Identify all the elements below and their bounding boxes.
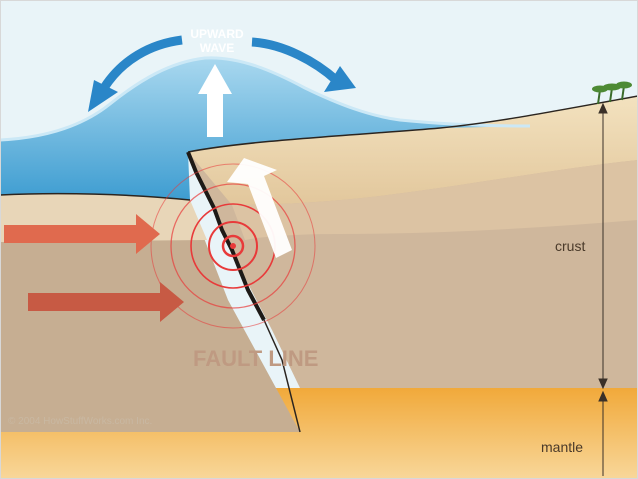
wave-arrow-left-icon [100, 35, 183, 91]
wave-arrow-right-icon [251, 37, 340, 84]
upward-wave-label-1: UPWARD [190, 27, 244, 41]
fault-edge [263, 319, 301, 433]
crust-label: crust [555, 238, 585, 254]
push-arrows [4, 214, 184, 322]
ocean-surface-highlight [0, 56, 531, 142]
crust-band-right-lower [232, 160, 638, 240]
ocean-water [0, 57, 530, 201]
seafloor-line-left [0, 192, 191, 201]
fault-crack [186, 151, 266, 321]
push-arrow-lower [28, 282, 184, 322]
mantle-scale [598, 390, 608, 476]
crust-band-right-upper [188, 96, 638, 205]
copyright-text: © 2004 HowStuffWorks.com Inc. [8, 416, 152, 427]
crust-block-left [0, 195, 300, 432]
mantle-label: mantle [541, 439, 583, 455]
palm-trees-icon [592, 81, 632, 105]
fault-line-label: FAULT LINE [193, 346, 318, 371]
uplift-arrow [227, 158, 292, 258]
seafloor-line [187, 95, 638, 153]
wave-arrowhead-left [88, 80, 118, 112]
push-arrow-upper [4, 214, 160, 254]
wave-arrowhead-right [324, 66, 356, 92]
wave-arrows [88, 35, 356, 112]
crust-scale [598, 102, 608, 390]
upward-wave-label-2: WAVE [200, 41, 234, 55]
water-rise-arrow [198, 64, 232, 137]
